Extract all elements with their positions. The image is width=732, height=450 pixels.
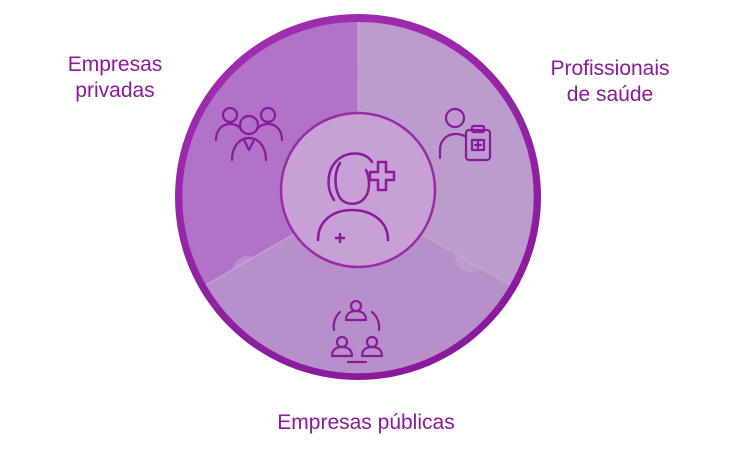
label-line: Empresas [67, 53, 163, 76]
label-line: de saúde [566, 83, 654, 106]
connected-people-icon [330, 299, 384, 364]
center-disc [279, 111, 437, 269]
label-empresas-privadas: Empresas privadas [40, 52, 190, 104]
puzzle-tab-left [232, 256, 264, 288]
label-line: Profissionais [550, 57, 670, 80]
group-of-people-icon [214, 106, 284, 162]
puzzle-tab-top [327, 56, 359, 88]
label-empresas-publicas: Empresas públicas [277, 411, 455, 434]
label-line: privadas [75, 79, 155, 102]
patient-with-medical-cross-icon [316, 152, 396, 244]
puzzle-tab-right [455, 240, 487, 272]
label-profissionais-de-saude: Profissionais de saúde [530, 56, 690, 108]
doctor-with-clipboard-icon [438, 107, 492, 162]
